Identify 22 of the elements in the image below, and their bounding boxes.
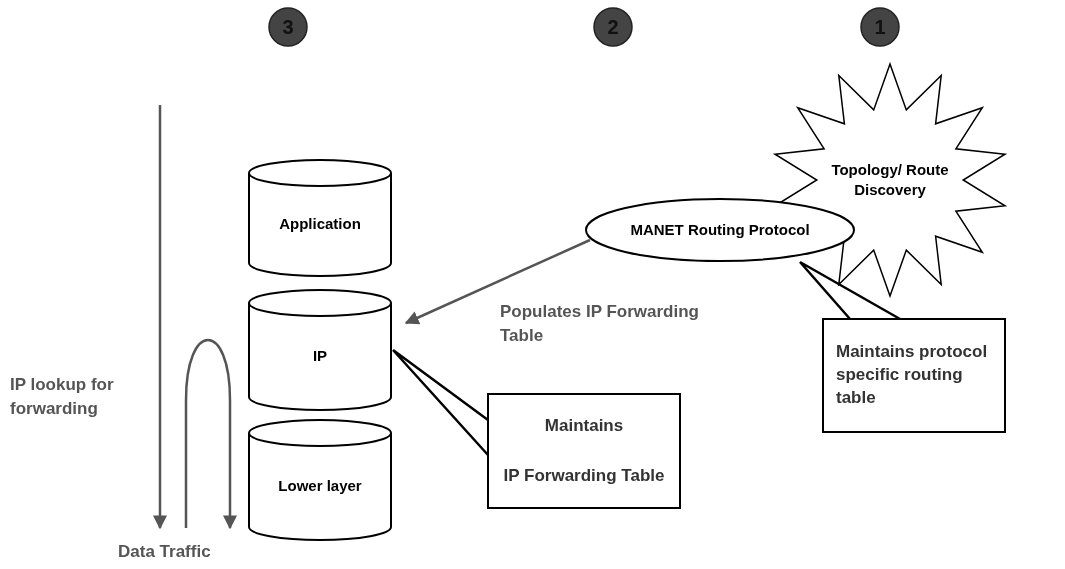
- ellipse-node: [585, 198, 855, 262]
- node-label: Topology/ Route Discovery: [830, 159, 950, 200]
- node-label: Maintains: [544, 414, 624, 437]
- callout-box: [487, 393, 681, 509]
- step-number-circle: [860, 7, 900, 47]
- text-label: Data Traffic: [118, 541, 212, 563]
- callout-pointer: [798, 260, 902, 321]
- callout-pointer: [391, 348, 490, 457]
- node-label: MANET Routing Protocol: [630, 219, 810, 240]
- cylinder-node: [248, 420, 392, 540]
- node-label: Application: [279, 213, 361, 234]
- node-label: IP: [312, 345, 328, 366]
- cylinder-node: [248, 160, 392, 276]
- callout-box: [822, 318, 1006, 433]
- text-label: IP lookup for forwarding: [10, 374, 115, 420]
- step-number-circle: [268, 7, 308, 47]
- step-number-circle: [593, 7, 633, 47]
- cylinder-node: [248, 290, 392, 410]
- node-label: IP Forwarding Table: [503, 464, 665, 487]
- node-label: Lower layer: [278, 475, 362, 496]
- node-label: Maintains protocol specific routing table: [836, 341, 989, 409]
- arrow: [404, 238, 591, 325]
